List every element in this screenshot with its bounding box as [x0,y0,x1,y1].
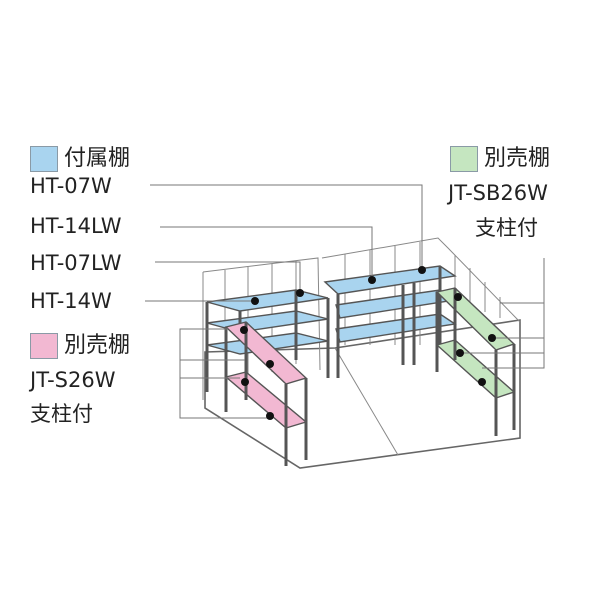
indicator-dots [240,266,496,420]
shed-floor [204,319,521,469]
pink-optional-shelf-unit [224,321,308,466]
model-label-ht-14lw: HT-14LW [30,214,122,238]
blue-square-swatch-icon [30,146,58,172]
note-right-with-posts: 支柱付 [475,216,538,240]
model-label-jt-s26w: JT-S26W [30,368,116,392]
leader-ht-07lw [155,261,301,293]
leader-ht-14lw [160,226,373,280]
leader-lines [145,184,545,419]
model-label-ht-07lw: HT-07LW [30,251,122,275]
leader-ht-07w [150,184,423,270]
model-label-ht-07w: HT-07W [30,174,112,198]
legend-optional-left: 別売棚 [30,333,130,359]
leader-jt-sb26w [482,258,545,369]
model-label-jt-sb26w: JT-SB26W [448,181,548,205]
leader-jt-s26w [179,328,270,419]
pink-square-swatch-icon [30,333,58,359]
legend-optional-left-label: 別売棚 [64,333,131,358]
legend-optional-right: 別売棚 [450,146,550,172]
note-left-with-posts: 支柱付 [30,402,93,426]
legend-optional-right-label: 別売棚 [484,146,551,171]
legend-included: 付属棚 [30,146,130,172]
green-optional-shelf-unit [435,287,516,436]
green-square-swatch-icon [450,146,478,172]
model-label-ht-14w: HT-14W [30,289,112,313]
legend-included-label: 付属棚 [64,146,131,171]
